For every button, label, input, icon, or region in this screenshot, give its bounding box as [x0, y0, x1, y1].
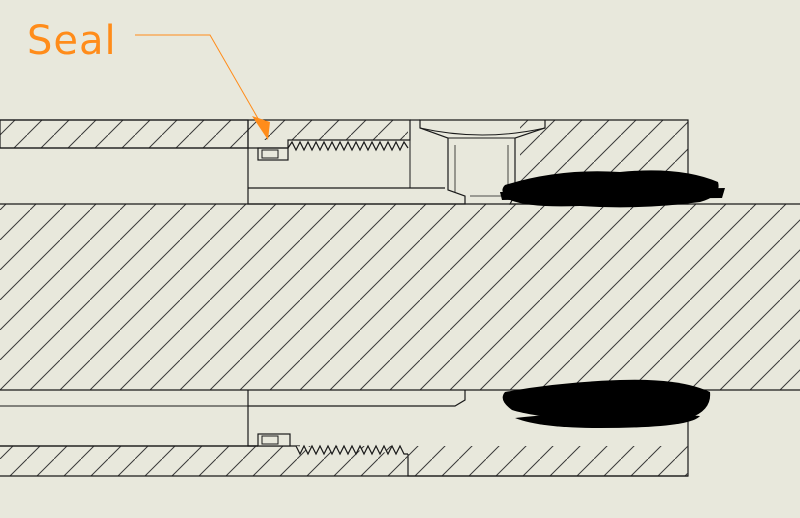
bottom-thread — [295, 444, 408, 456]
redaction-scribble-top — [500, 170, 725, 208]
seal-callout-label: Seal — [27, 18, 117, 64]
seal-callout: Seal — [27, 18, 270, 140]
redaction-scribble-bottom — [502, 379, 711, 428]
center-tube — [0, 203, 800, 391]
bottom-outer-tube — [0, 445, 688, 477]
top-thread — [287, 140, 409, 152]
bottom-seal — [257, 433, 291, 447]
callout-leader-line — [135, 34, 261, 123]
top-seal — [257, 147, 289, 161]
arrowhead-icon — [252, 116, 270, 140]
